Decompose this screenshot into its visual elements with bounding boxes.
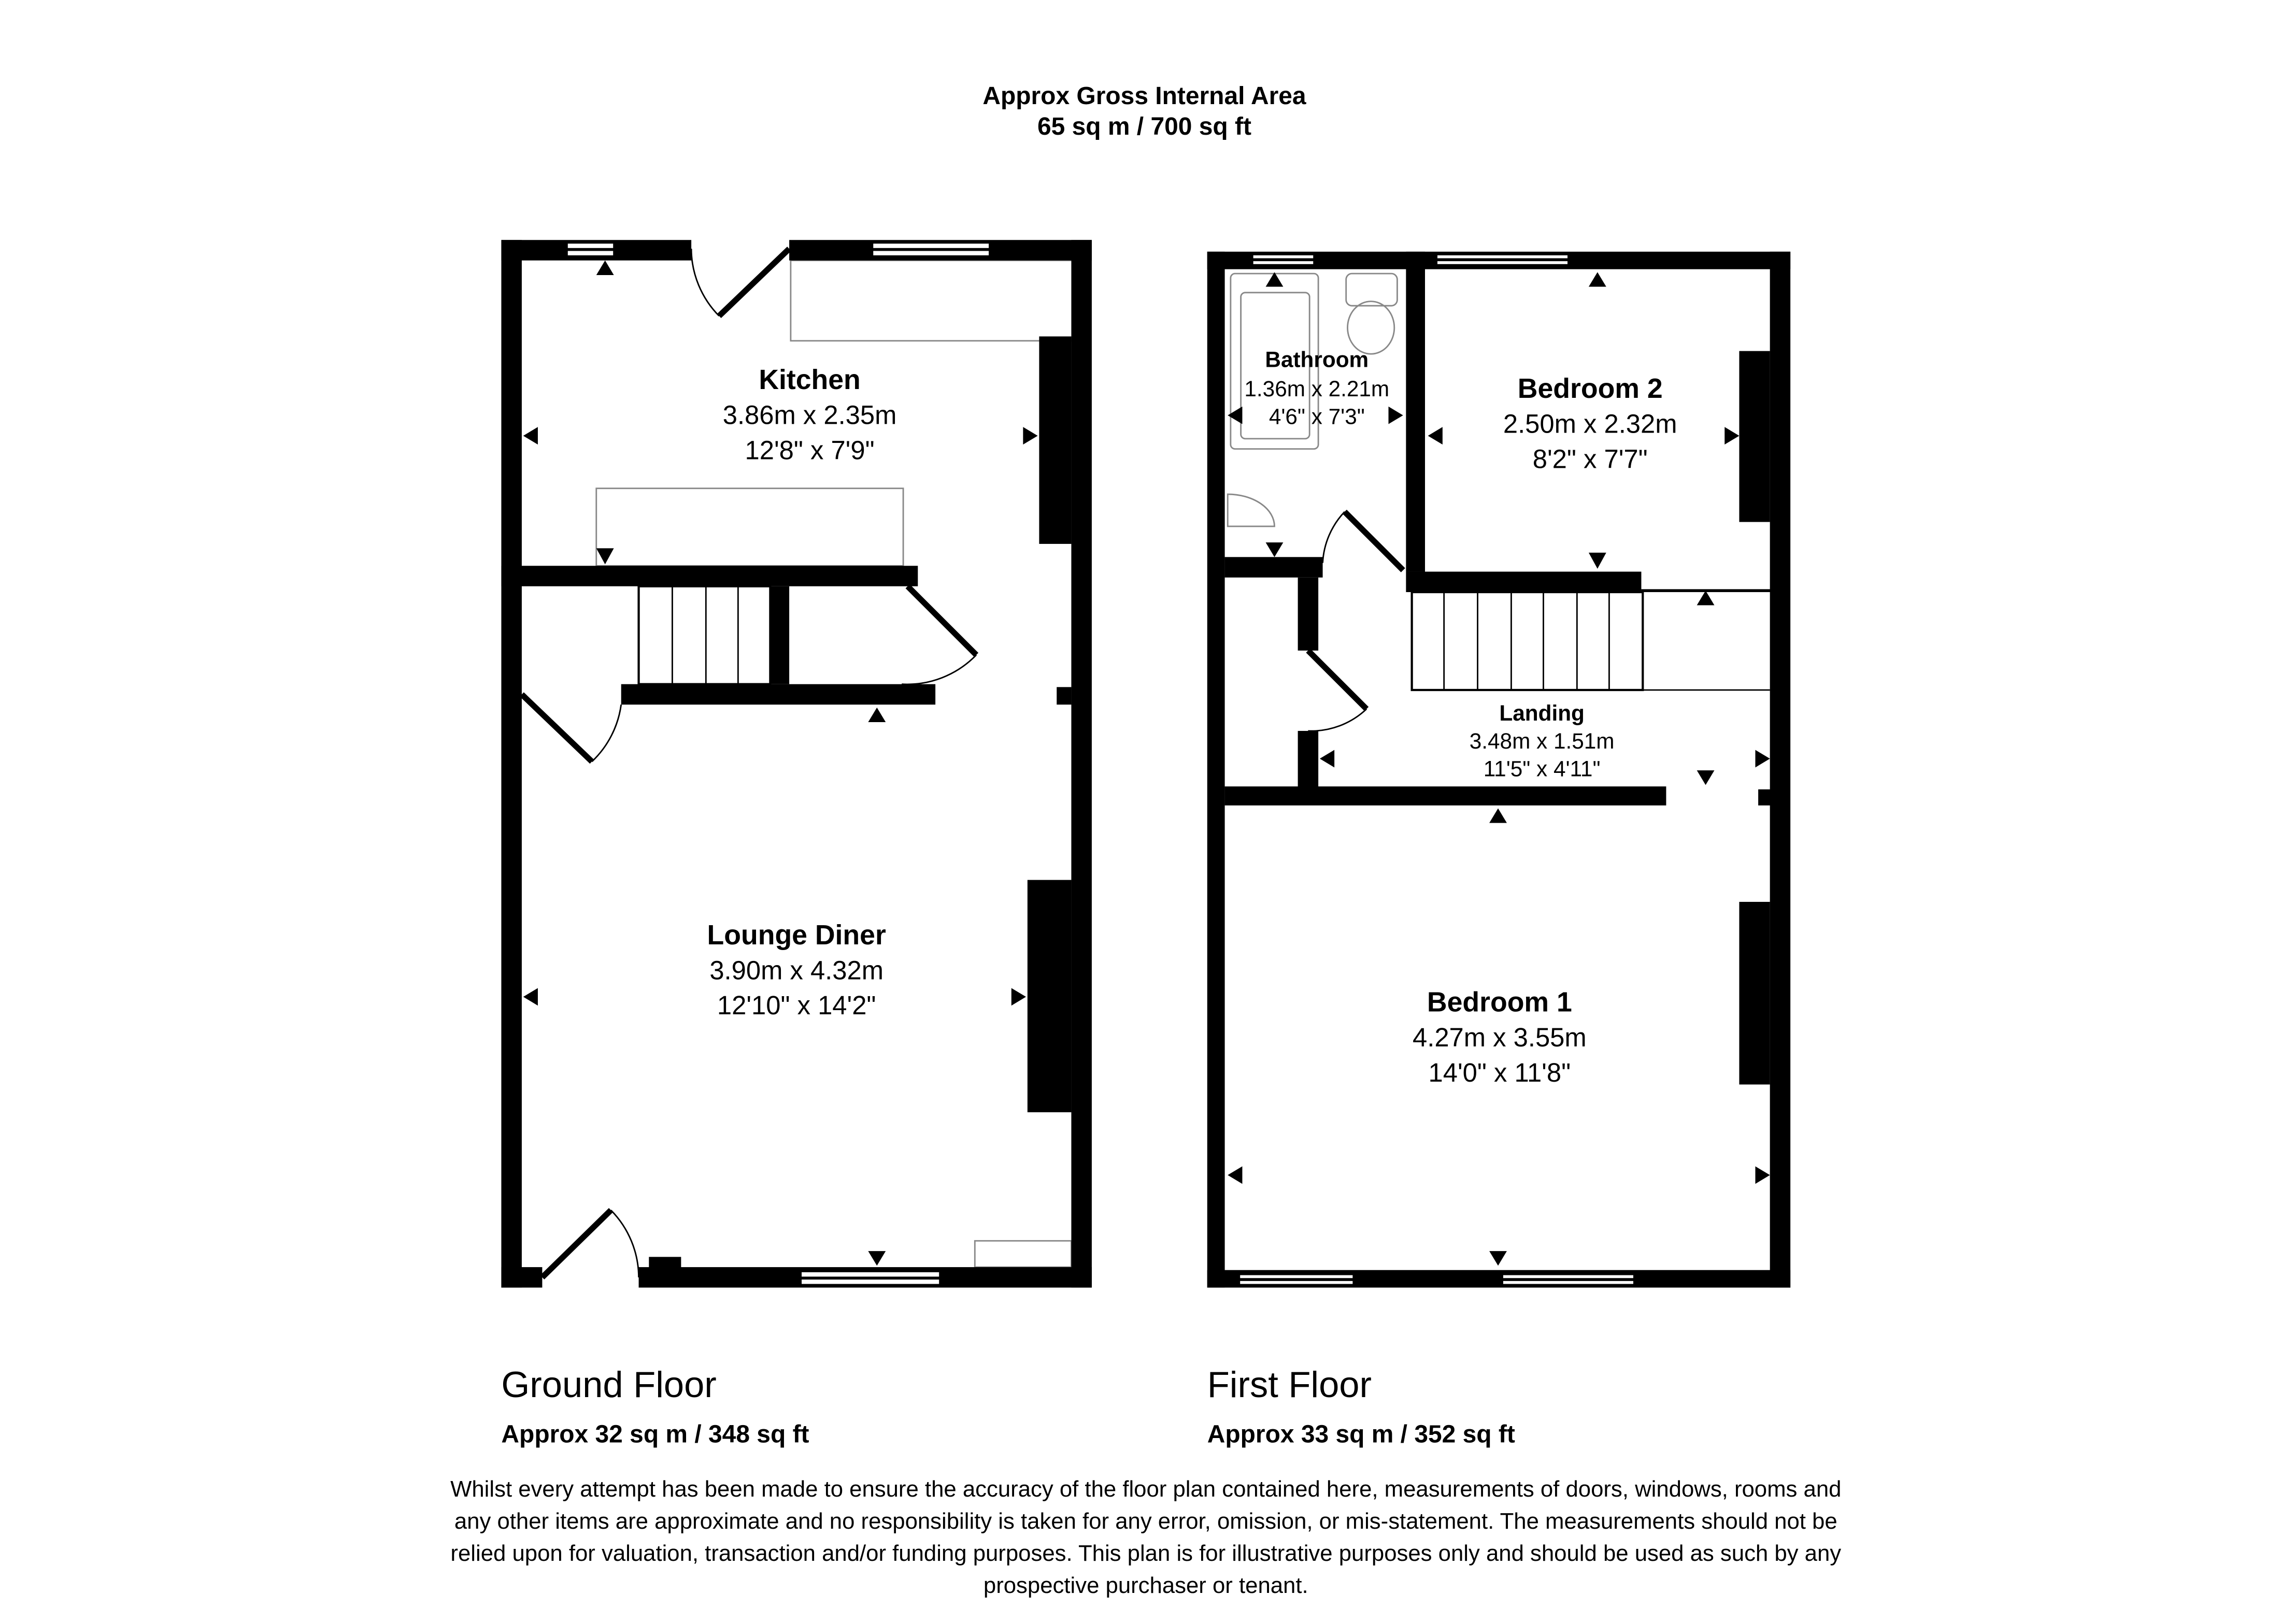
ground-floor-label: Ground Floor (501, 1364, 716, 1405)
windows (566, 242, 990, 1286)
svg-text:4.27m x 3.55m: 4.27m x 3.55m (1413, 1023, 1587, 1052)
svg-text:2.50m x 2.32m: 2.50m x 2.32m (1503, 409, 1677, 439)
svg-text:Landing: Landing (1499, 701, 1584, 725)
basin (1227, 493, 1275, 527)
svg-text:12'10" x 14'2": 12'10" x 14'2" (717, 990, 876, 1020)
room-landing: Landing 3.48m x 1.51m 11'5" x 4'11" (1470, 701, 1615, 781)
dimension-arrows (523, 260, 1038, 1266)
svg-text:Bathroom: Bathroom (1265, 348, 1369, 372)
room-kitchen: Kitchen 3.86m x 2.35m 12'8" x 7'9" (723, 364, 897, 465)
gross-area-title: Approx Gross Internal Area (982, 82, 1306, 110)
header: Approx Gross Internal Area 65 sq m / 700… (982, 82, 1306, 140)
room-bedroom-2: Bedroom 2 2.50m x 2.32m 8'2" x 7'7" (1503, 373, 1677, 473)
doors (520, 247, 979, 1280)
svg-text:14'0" x 11'8": 14'0" x 11'8" (1429, 1058, 1571, 1087)
svg-text:Kitchen: Kitchen (759, 364, 860, 395)
svg-text:3.86m x 2.35m: 3.86m x 2.35m (723, 400, 897, 430)
room-bedroom-1: Bedroom 1 4.27m x 3.55m 14'0" x 11'8" (1413, 987, 1587, 1087)
windows (1238, 254, 1635, 1286)
svg-text:11'5" x 4'11": 11'5" x 4'11" (1484, 756, 1601, 781)
svg-text:3.48m x 1.51m: 3.48m x 1.51m (1470, 729, 1615, 753)
svg-text:12'8" x 7'9": 12'8" x 7'9" (745, 435, 875, 465)
svg-text:relied upon for valuation, tra: relied upon for valuation, transaction a… (450, 1541, 1841, 1566)
svg-text:Whilst every attempt has been: Whilst every attempt has been made to en… (450, 1476, 1841, 1502)
svg-text:prospective purchaser or tenan: prospective purchaser or tenant. (984, 1573, 1308, 1598)
chimney-breast (1027, 880, 1072, 1113)
svg-text:1.36m x 2.21m: 1.36m x 2.21m (1244, 377, 1389, 401)
chimney-breast (1739, 351, 1770, 522)
svg-text:Bedroom 2: Bedroom 2 (1518, 373, 1663, 404)
stairs (1410, 591, 1770, 692)
svg-text:8'2" x 7'7": 8'2" x 7'7" (1533, 444, 1648, 473)
ground-floor-area: Approx 32 sq m / 348 sq ft (501, 1421, 809, 1448)
ground-floor-plan: Kitchen 3.86m x 2.35m 12'8" x 7'9" Loung… (501, 240, 1092, 1448)
stairs (637, 585, 772, 685)
svg-text:Lounge Diner: Lounge Diner (707, 919, 886, 951)
first-floor-plan: Bathroom 1.36m x 2.21m 4'6" x 7'3" Bedro… (1207, 251, 1791, 1448)
room-lounge-diner: Lounge Diner 3.90m x 4.32m 12'10" x 14'2… (707, 919, 886, 1020)
kitchen-worktop (790, 260, 1081, 342)
kitchen-unit (595, 487, 904, 567)
svg-text:3.90m x 4.32m: 3.90m x 4.32m (709, 955, 884, 985)
svg-text:4'6" x 7'3": 4'6" x 7'3" (1269, 405, 1365, 429)
walls (1207, 251, 1791, 1288)
walls (501, 240, 1092, 1288)
doors (1306, 509, 1405, 732)
first-floor-area: Approx 33 sq m / 352 sq ft (1207, 1421, 1515, 1448)
gross-area-value: 65 sq m / 700 sq ft (1037, 113, 1251, 140)
radiator (974, 1240, 1072, 1268)
chimney-breast (1739, 901, 1770, 1085)
first-floor-label: First Floor (1207, 1364, 1372, 1405)
chimney-breast (1039, 336, 1072, 544)
room-bathroom: Bathroom 1.36m x 2.21m 4'6" x 7'3" (1244, 348, 1389, 429)
toilet (1345, 272, 1398, 307)
svg-text:Bedroom 1: Bedroom 1 (1427, 987, 1572, 1018)
svg-text:any other items are approximat: any other items are approximate and no r… (454, 1508, 1837, 1534)
disclaimer: Whilst every attempt has been made to en… (450, 1476, 1841, 1598)
dimension-arrows (1228, 272, 1770, 1266)
